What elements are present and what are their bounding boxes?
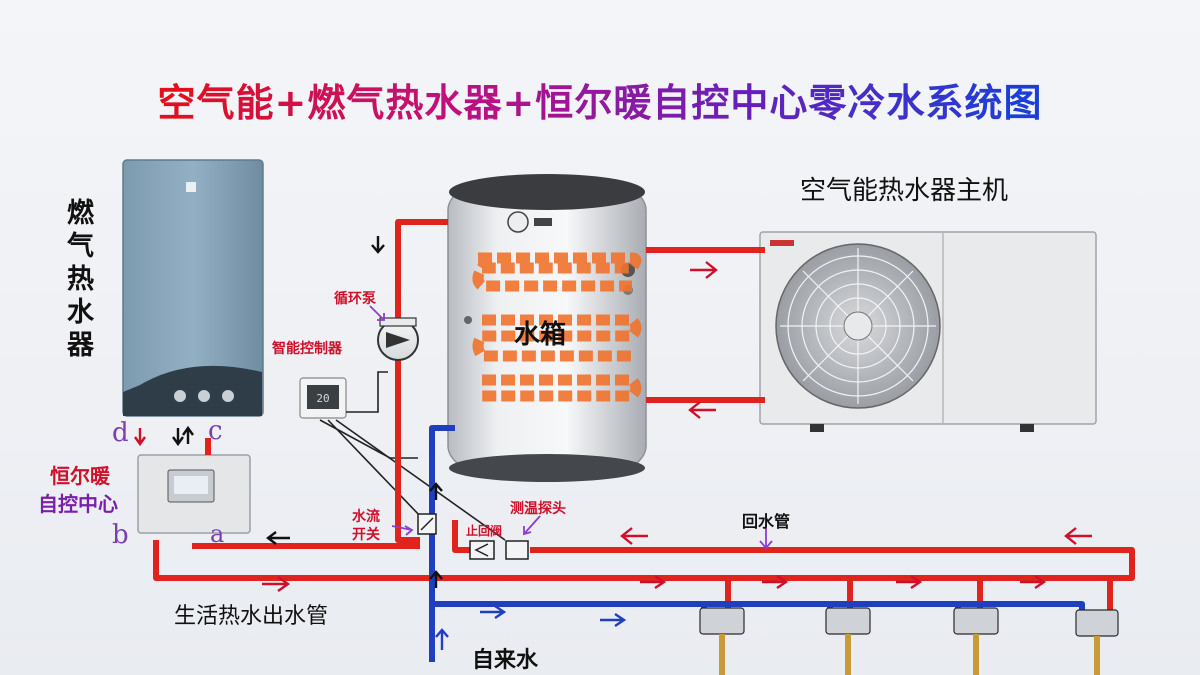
title-char: 水 (886, 81, 926, 125)
port-a-label: a (210, 520, 225, 548)
title-char: 燃 (307, 81, 347, 125)
title-char: 控 (691, 81, 731, 125)
temp-probe-label: 测温探头 (510, 501, 566, 517)
annotation-pointers (369, 305, 773, 550)
diagram-title: 空气能+燃气热水器+恒尔暖自控中心零冷水系统图 (0, 72, 1200, 127)
title-char: + (274, 81, 308, 125)
control-center-label-1: 恒尔暖 (50, 464, 110, 488)
flow-switch-label-1: 水流 (352, 509, 380, 525)
title-char: 气 (196, 81, 236, 125)
gas-water-heater (122, 159, 264, 417)
diagram-title-text: 空气能+燃气热水器+恒尔暖自控中心零冷水系统图 (157, 72, 1042, 127)
title-char: 水 (424, 81, 464, 125)
circulation-pump-label: 循环泵 (334, 291, 376, 307)
smart-controller-device: 20 (299, 377, 347, 419)
gas-heater-label: 燃气热水器 (62, 198, 93, 363)
svg-text:20: 20 (316, 392, 329, 405)
check-valve-label: 止回阀 (466, 524, 503, 538)
flow-arrows (134, 236, 1092, 650)
title-char: 空 (157, 81, 197, 125)
controller-wires (319, 371, 506, 541)
water-tank (447, 174, 647, 482)
title-char: 能 (235, 81, 275, 125)
title-char: 自 (652, 81, 692, 125)
check-valve (469, 540, 495, 560)
tap-fittings (699, 607, 1119, 675)
flow-switch-label-2: 开关 (352, 527, 380, 543)
title-char: 系 (925, 81, 965, 125)
title-char: 气 (346, 81, 386, 125)
hot-outlet-pipe-label: 生活热水出水管 (174, 604, 329, 629)
temp-probe (505, 540, 529, 560)
control-center-label-2: 自控中心 (38, 492, 118, 516)
port-d-label: d (112, 418, 129, 448)
title-char: 器 (463, 81, 503, 125)
circulation-pump (377, 317, 419, 361)
return-pipe-label: 回水管 (742, 512, 791, 531)
title-char: 尔 (574, 81, 614, 125)
heat-pump-unit (759, 231, 1097, 432)
title-char: 图 (1003, 81, 1043, 125)
title-char: 零 (808, 81, 848, 125)
tap-water-label: 自来水 (472, 648, 539, 673)
title-char: 统 (964, 81, 1004, 125)
title-char: 心 (769, 81, 809, 125)
title-char: + (502, 81, 536, 125)
title-char: 热 (385, 81, 425, 125)
heat-pump-label: 空气能热水器主机 (800, 176, 1009, 206)
hot-pipes (153, 219, 1135, 612)
port-b-label: b (112, 520, 129, 550)
port-c-label: c (208, 416, 223, 446)
flow-switch (417, 513, 437, 535)
control-center-box (137, 454, 251, 534)
tank-label: 水箱 (514, 320, 567, 350)
title-char: 冷 (847, 81, 887, 125)
title-char: 恒 (535, 81, 575, 125)
title-char: 中 (730, 81, 770, 125)
smart-controller-label: 智能控制器 (272, 341, 342, 357)
title-char: 暖 (613, 81, 653, 125)
